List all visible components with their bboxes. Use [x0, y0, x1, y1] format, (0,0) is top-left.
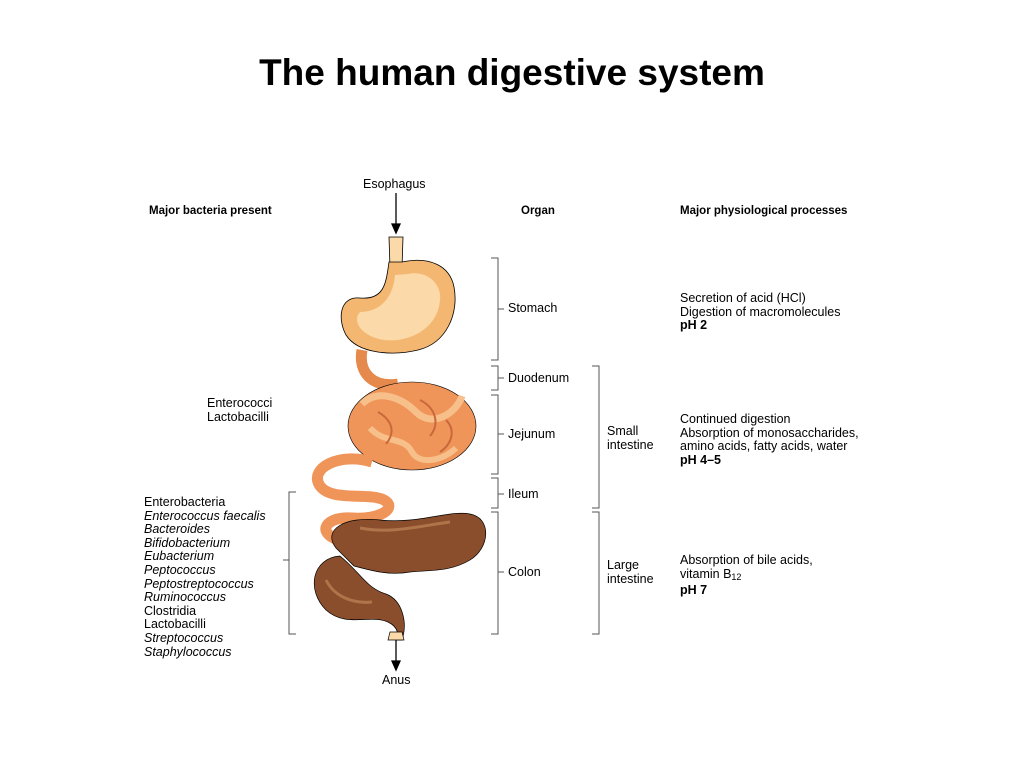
esophagus-arrow — [390, 193, 402, 235]
colon-shape — [313, 512, 486, 641]
process-line: amino acids, fatty acids, water — [680, 439, 848, 454]
bacteria-item: Peptococcus — [144, 562, 216, 577]
bacteria-item: Bifidobacterium — [144, 535, 231, 550]
bacteria-item: Clostridia — [144, 603, 197, 618]
stomach-inner — [357, 273, 441, 341]
bacteria-item: Enterococcus faecalis — [144, 508, 266, 523]
organ-brackets — [491, 257, 504, 635]
pylorus-tube — [355, 349, 399, 391]
vitamin-text: vitamin B — [680, 566, 732, 581]
header-bacteria: Major bacteria present — [149, 205, 272, 217]
section-large-intestine: Large intestine — [607, 558, 654, 586]
small-intestine-shape — [347, 381, 477, 471]
bacteria-item: Lactobacilli — [207, 409, 269, 424]
process-line-vitamin: vitamin B12 — [680, 566, 813, 585]
anus-opening — [387, 631, 405, 641]
processes-large-intestine: Absorption of bile acids, vitamin B12 pH… — [680, 553, 813, 598]
header-organ: Organ — [521, 205, 555, 217]
header-processes: Major physiological processes — [680, 205, 848, 217]
vitamin-subscript: 12 — [731, 571, 742, 582]
bacteria-item: Streptococcus — [144, 630, 224, 645]
anus-arrow — [390, 636, 402, 672]
anus-label: Anus — [382, 673, 411, 687]
bacteria-item: Enterobacteria — [144, 495, 226, 509]
processes-stomach: Secretion of acid (HCl) Digestion of mac… — [680, 291, 841, 333]
esophagus-label: Esophagus — [363, 177, 426, 191]
section-large-line-1: Large — [607, 558, 639, 572]
organ-label-ileum: Ileum — [508, 487, 539, 501]
section-small-line-2: intestine — [607, 437, 654, 452]
section-small-intestine: Small intestine — [607, 424, 654, 452]
section-large-line-2: intestine — [607, 571, 654, 586]
ph-value: pH 7 — [680, 583, 708, 598]
bacteria-item: Enterococci — [207, 396, 273, 410]
organ-label-stomach: Stomach — [508, 301, 558, 315]
bacteria-item: Lactobacilli — [144, 617, 206, 632]
bacteria-item: Peptostreptococcus — [144, 576, 254, 591]
bacteria-item: Eubacterium — [144, 549, 215, 564]
bacteria-large-intestine: Enterobacteria Enterococcus faecalis Bac… — [144, 495, 266, 659]
section-brackets — [592, 365, 600, 635]
page-title: The human digestive system — [259, 52, 765, 93]
bacteria-small-intestine: Enterococci Lactobacilli — [207, 396, 273, 424]
organ-label-colon: Colon — [508, 565, 541, 579]
bacteria-item: Ruminococcus — [144, 590, 226, 605]
bacteria-item: Staphylococcus — [144, 644, 232, 659]
process-line: Digestion of macromolecules — [680, 304, 841, 319]
ph-value: pH 2 — [680, 318, 708, 333]
section-small-line-1: Small — [607, 424, 639, 438]
process-line: Secretion of acid (HCl) — [680, 291, 806, 305]
ileum-loops — [312, 453, 395, 546]
process-line: Continued digestion — [680, 412, 791, 426]
organ-label-duodenum: Duodenum — [508, 371, 570, 385]
process-line: Absorption of monosaccharides, — [680, 425, 859, 440]
ph-value: pH 4–5 — [680, 452, 721, 467]
bacteria-bracket — [288, 491, 296, 635]
process-line: Absorption of bile acids, — [680, 553, 813, 567]
organ-label-jejunum: Jejunum — [508, 427, 556, 441]
processes-small-intestine: Continued digestion Absorption of monosa… — [680, 412, 859, 467]
bacteria-item: Bacteroides — [144, 522, 211, 537]
